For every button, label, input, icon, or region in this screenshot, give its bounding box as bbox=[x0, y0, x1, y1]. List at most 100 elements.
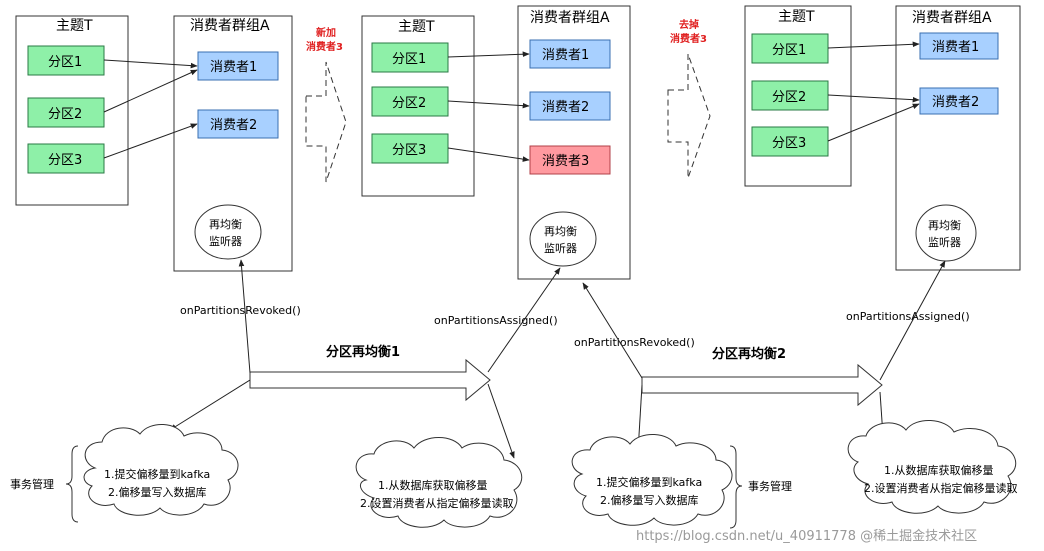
partition-box bbox=[27, 97, 105, 128]
revoked-arrow bbox=[238, 259, 251, 374]
assignment-arrow bbox=[447, 147, 530, 162]
note-line: 1.从数据库获取偏移量 bbox=[884, 463, 994, 477]
assignment-arrow bbox=[447, 100, 530, 109]
rebalance-2-arrow bbox=[641, 363, 883, 407]
consumer-box bbox=[919, 87, 999, 115]
note-arrow bbox=[487, 383, 515, 459]
listener-label: 再均衡 bbox=[544, 225, 577, 238]
callback-label: onPartitionsRevoked() bbox=[574, 336, 695, 349]
listener-label: 监听器 bbox=[209, 235, 242, 248]
topic-title: 主题T bbox=[398, 19, 435, 35]
consumer-group-title: 消费者群组A bbox=[190, 18, 270, 34]
callback-label: onPartitionsRevoked() bbox=[180, 304, 301, 317]
partition-box bbox=[27, 143, 105, 174]
consumer-group-title: 消费者群组A bbox=[912, 10, 992, 26]
callback-label: onPartitionsAssigned() bbox=[434, 314, 558, 327]
revoked-arrow bbox=[582, 282, 643, 379]
state-3: 主题T 分区1 分区2 分区3 消费者群组A 消费者1 消费者2 再均衡 监听器 bbox=[744, 5, 1021, 271]
partition-label: 分区2 bbox=[48, 107, 82, 122]
partition-box bbox=[371, 42, 449, 73]
consumer-box bbox=[197, 51, 279, 81]
seek-cloud-2: 1.从数据库获取偏移量 2.设置消费者从指定偏移量读取 bbox=[847, 420, 1018, 514]
partition-label: 分区3 bbox=[772, 136, 806, 151]
consumer-box bbox=[529, 91, 611, 121]
transaction-bracket-right: 事务管理 bbox=[729, 445, 792, 529]
partition-box bbox=[751, 80, 829, 111]
rebalance-1-label: 分区再均衡1 bbox=[326, 344, 400, 360]
commit-cloud-1: 1.提交偏移量到kafka 2.偏移量写入数据库 bbox=[83, 424, 239, 516]
assignment-arrow bbox=[103, 69, 198, 113]
transaction-label: 事务管理 bbox=[10, 477, 54, 491]
topic-title: 主题T bbox=[56, 18, 93, 34]
step-label: 去掉 bbox=[679, 18, 699, 31]
rebalance-listener bbox=[529, 211, 597, 267]
consumer-label: 消费者2 bbox=[932, 95, 979, 110]
listener-label: 监听器 bbox=[544, 242, 577, 255]
partition-box bbox=[751, 126, 829, 157]
assigned-arrow bbox=[487, 267, 561, 373]
step-label: 消费者3 bbox=[306, 40, 343, 53]
partition-label: 分区3 bbox=[48, 153, 82, 168]
callback-label: onPartitionsAssigned() bbox=[846, 310, 970, 323]
step-label: 消费者3 bbox=[670, 32, 707, 45]
consumer-group-title: 消费者群组A bbox=[530, 10, 610, 26]
new-consumer-box bbox=[529, 145, 611, 175]
step-remove-consumer: 去掉 消费者3 bbox=[667, 18, 711, 179]
rebalance-listener bbox=[915, 204, 977, 262]
watermark: https://blog.csdn.net/u_40911778 @稀土掘金技术… bbox=[636, 528, 977, 544]
consumer-label: 消费者3 bbox=[542, 154, 589, 169]
note-line: 2.偏移量写入数据库 bbox=[600, 493, 699, 507]
step-add-consumer: 新加 消费者3 bbox=[305, 26, 347, 183]
consumer-box bbox=[197, 109, 279, 139]
assignment-arrow bbox=[827, 94, 920, 103]
partition-box bbox=[371, 86, 449, 117]
note-line: 2.设置消费者从指定偏移量读取 bbox=[360, 496, 514, 510]
commit-cloud-2: 1.提交偏移量到kafka 2.偏移量写入数据库 bbox=[571, 434, 733, 526]
transaction-bracket-left: 事务管理 bbox=[10, 445, 79, 523]
assignment-arrow bbox=[447, 51, 530, 58]
consumer-label: 消费者1 bbox=[932, 40, 979, 55]
transaction-label: 事务管理 bbox=[748, 479, 792, 493]
note-line: 2.偏移量写入数据库 bbox=[108, 485, 207, 499]
partition-label: 分区1 bbox=[772, 43, 806, 58]
rebalance-listener bbox=[194, 204, 262, 260]
rebalance-2-label: 分区再均衡2 bbox=[712, 346, 786, 362]
consumer-box bbox=[529, 39, 611, 69]
partition-label: 分区2 bbox=[392, 96, 426, 111]
partition-box bbox=[371, 133, 449, 164]
partition-box bbox=[751, 33, 829, 64]
state-2: 主题T 分区1 分区2 分区3 消费者群组A 消费者1 消费者2 消费者3 再均… bbox=[361, 5, 631, 280]
assignment-arrow bbox=[103, 59, 198, 69]
assignment-arrow bbox=[103, 123, 198, 159]
dashed-step-arrow bbox=[667, 53, 711, 179]
consumer-label: 消费者2 bbox=[542, 100, 589, 115]
consumer-box bbox=[919, 32, 999, 60]
note-line: 1.从数据库获取偏移量 bbox=[378, 478, 488, 492]
listener-label: 监听器 bbox=[928, 236, 961, 249]
dashed-step-arrow bbox=[305, 61, 347, 183]
note-line: 1.提交偏移量到kafka bbox=[596, 475, 702, 489]
partition-label: 分区3 bbox=[392, 143, 426, 158]
note-arrow bbox=[169, 379, 251, 431]
state-1: 主题T 分区1 分区2 分区3 消费者群组A 消费者1 消费者2 再均衡 监听器 bbox=[15, 15, 293, 272]
assigned-arrow bbox=[879, 260, 946, 381]
partition-label: 分区1 bbox=[48, 55, 82, 70]
note-line: 1.提交偏移量到kafka bbox=[104, 467, 210, 481]
partition-label: 分区2 bbox=[772, 90, 806, 105]
partition-box bbox=[27, 45, 105, 76]
assignment-arrow bbox=[827, 41, 920, 49]
listener-label: 再均衡 bbox=[928, 219, 961, 232]
assignment-arrow bbox=[827, 103, 920, 142]
note-line: 2.设置消费者从指定偏移量读取 bbox=[864, 481, 1018, 495]
consumer-label: 消费者1 bbox=[210, 60, 257, 75]
partition-label: 分区1 bbox=[392, 52, 426, 67]
consumer-label: 消费者2 bbox=[210, 118, 257, 133]
seek-cloud-1: 1.从数据库获取偏移量 2.设置消费者从指定偏移量读取 bbox=[355, 437, 523, 528]
topic-title: 主题T bbox=[778, 9, 815, 25]
listener-label: 再均衡 bbox=[209, 218, 242, 231]
rebalance-1-arrow bbox=[249, 358, 491, 402]
consumer-label: 消费者1 bbox=[542, 48, 589, 63]
step-label: 新加 bbox=[316, 26, 336, 39]
rebalance-flow: onPartitionsRevoked() onPartitionsAssign… bbox=[169, 259, 970, 459]
